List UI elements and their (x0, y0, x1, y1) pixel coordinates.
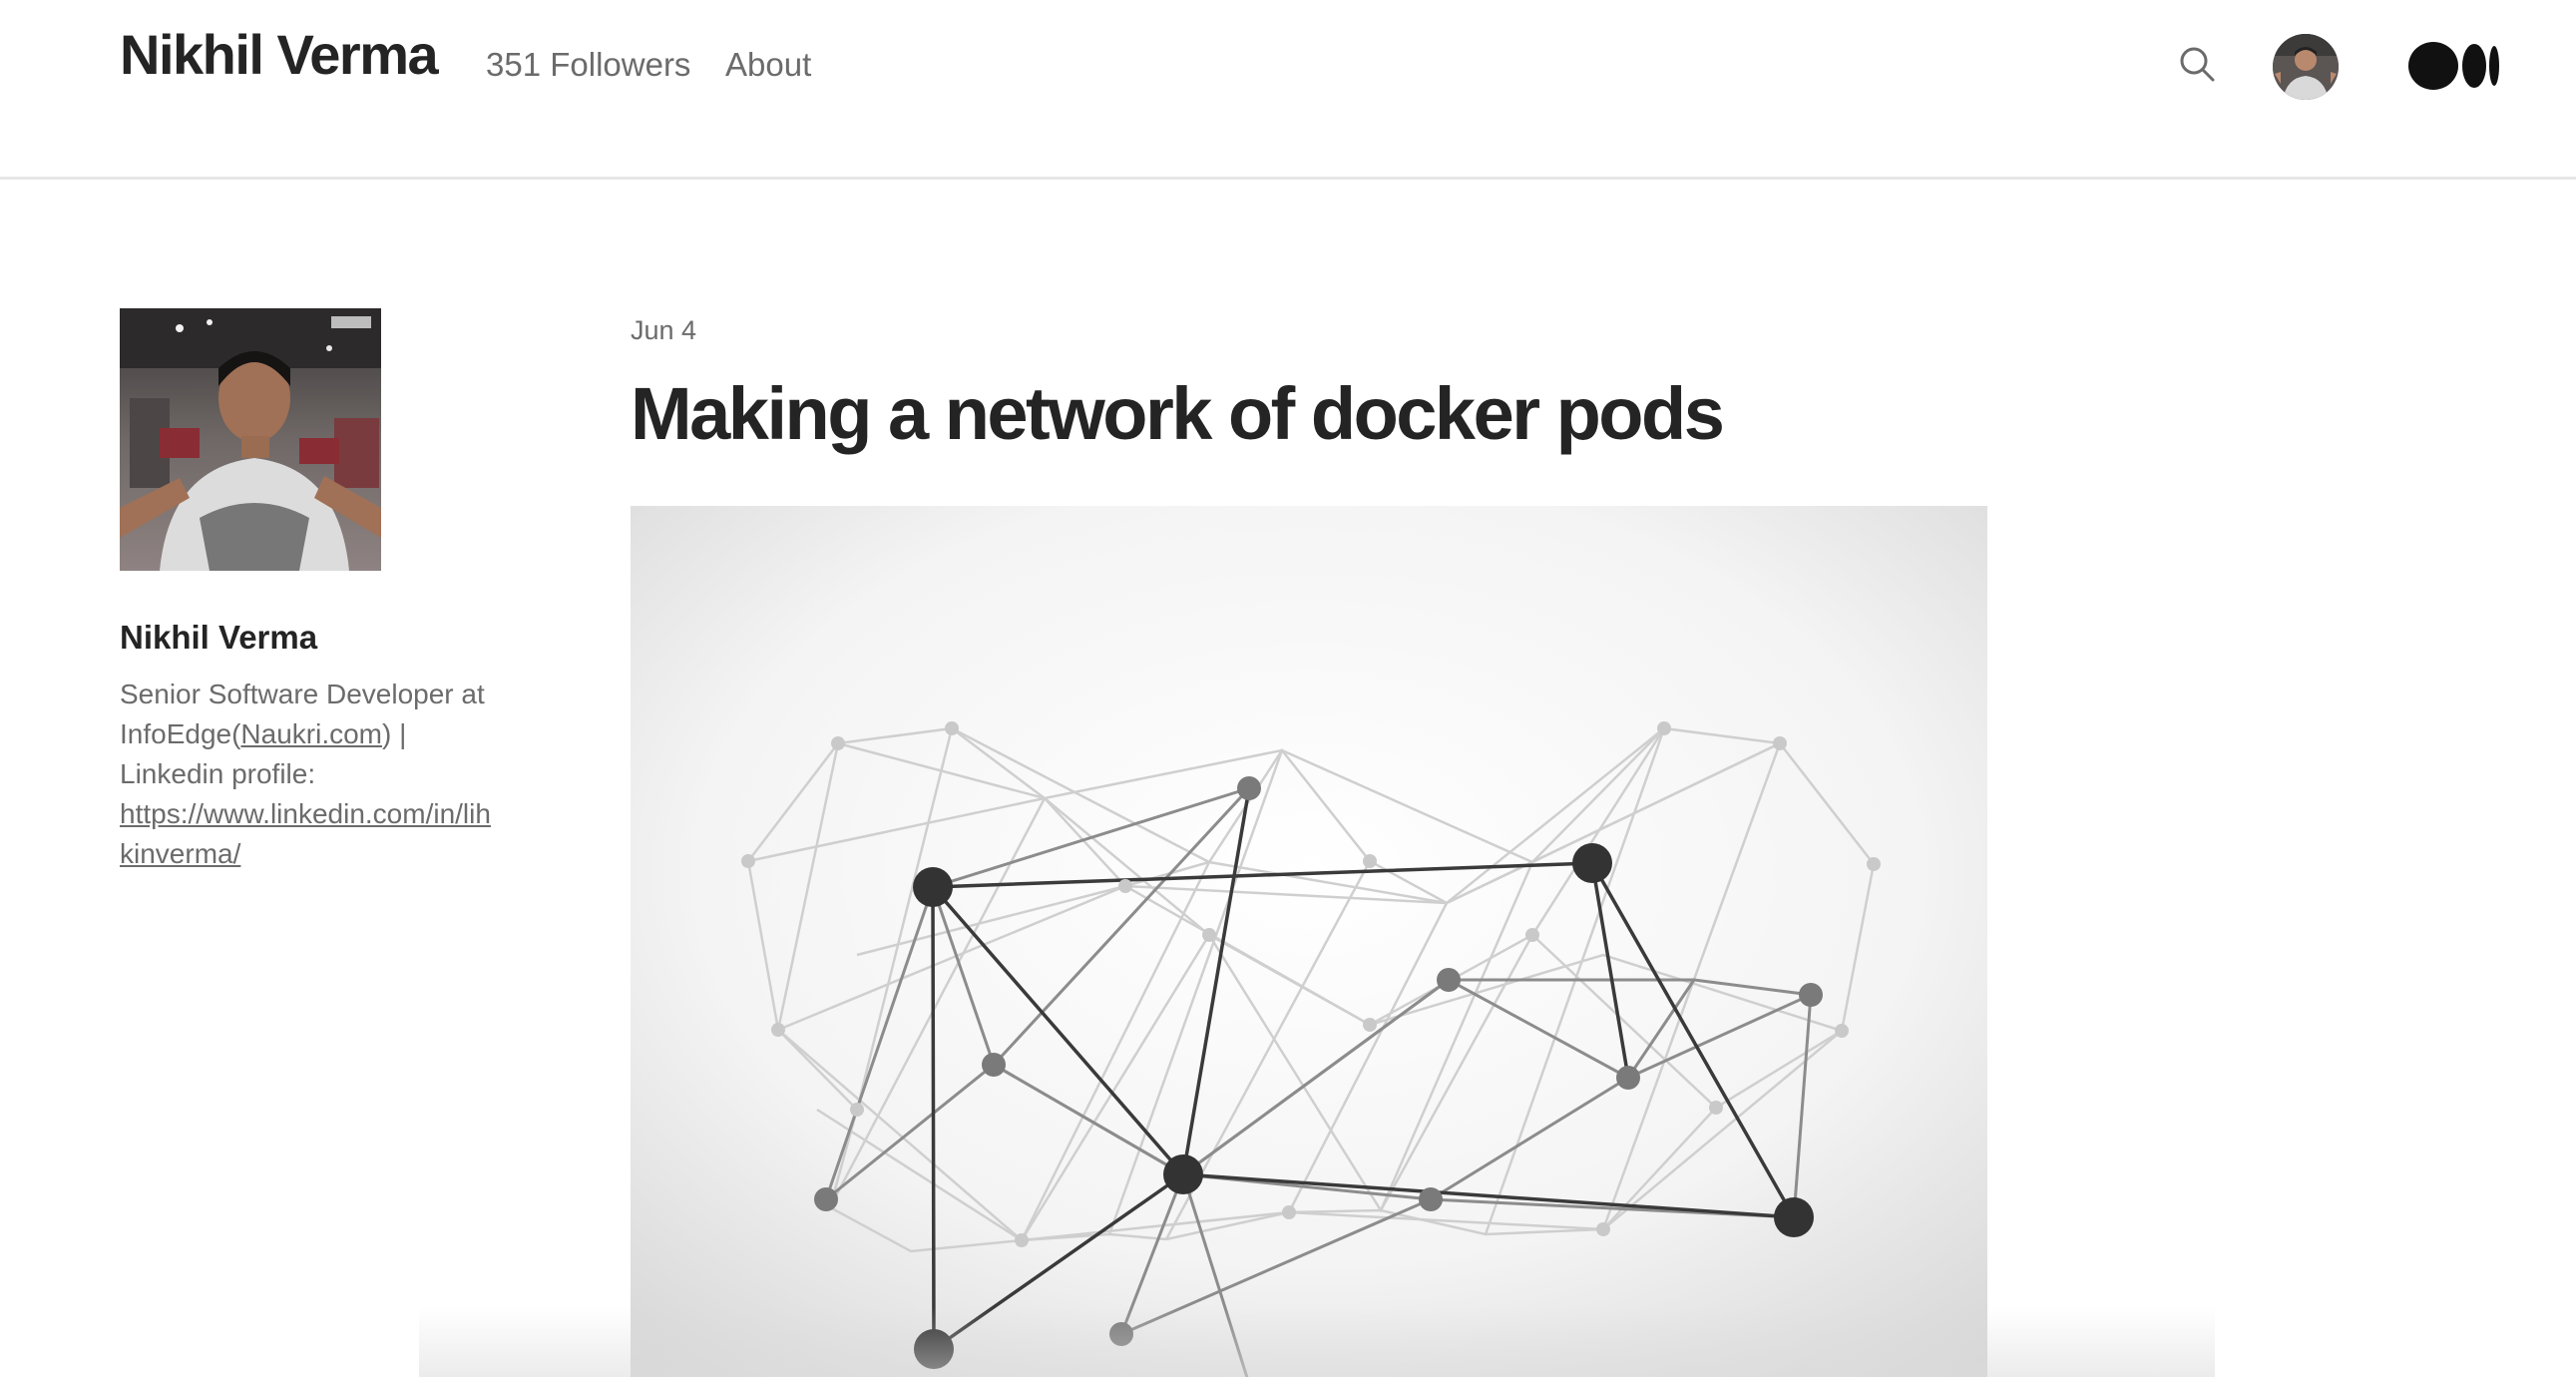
linkedin-link-part2[interactable]: kinverma/ (120, 838, 241, 869)
bio-text: ) | (382, 718, 407, 749)
followers-link[interactable]: 351 Followers (486, 46, 691, 83)
network-illustration (631, 506, 1987, 1377)
bio-line: Linkedin profile: (120, 758, 316, 789)
about-link[interactable]: About (725, 46, 812, 83)
medium-logo-button[interactable] (2408, 40, 2500, 92)
post-date: Jun 4 (631, 315, 697, 345)
linkedin-link-part1[interactable]: https://www.linkedin.com/in/lih (120, 798, 491, 829)
author-photo (120, 308, 381, 571)
author-home-link[interactable]: Nikhil Verma (120, 23, 439, 86)
user-avatar-button[interactable] (2273, 34, 2339, 100)
post-cover-image[interactable] (631, 506, 1987, 1377)
post-title[interactable]: Making a network of docker pods (631, 372, 1725, 455)
medium-logo-icon (2408, 42, 2499, 90)
author-bio: Senior Software Developer at InfoEdge(Na… (120, 675, 519, 874)
search-icon (2180, 47, 2215, 82)
author-name: Nikhil Verma (120, 619, 318, 656)
bio-text: InfoEdge( (120, 718, 241, 749)
top-bar: Nikhil Verma 351 Followers About (0, 0, 2576, 180)
bio-line: Senior Software Developer at (120, 679, 485, 709)
naukri-link[interactable]: Naukri.com (240, 718, 383, 749)
bio-line: InfoEdge(Naukri.com) | (120, 714, 519, 754)
search-button[interactable] (2175, 42, 2221, 88)
avatar (2273, 34, 2339, 100)
author-photo-image (120, 308, 381, 571)
